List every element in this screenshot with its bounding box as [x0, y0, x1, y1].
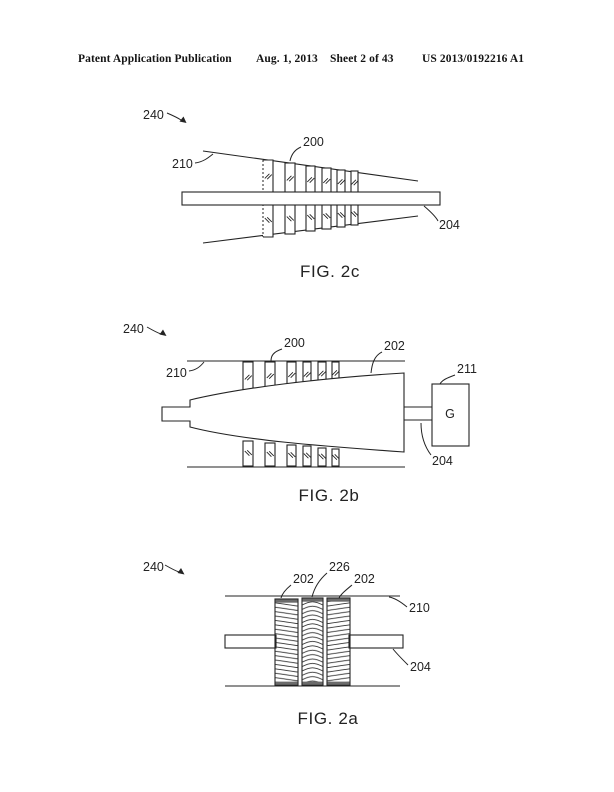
- ref-240-arrow: [146, 326, 162, 335]
- ref-204-leader: [420, 422, 432, 456]
- ref-210-leader: [388, 596, 408, 608]
- ref-211: 211: [457, 362, 477, 376]
- rotor-block-right: [326, 597, 351, 686]
- header-sheet-number: Sheet 2 of 43: [330, 53, 394, 65]
- ref-226-leader: [311, 572, 328, 598]
- shaft-left-segment: [224, 634, 277, 649]
- blade: [284, 203, 296, 235]
- arrowhead: [179, 116, 187, 123]
- arrowhead: [159, 329, 167, 336]
- ref-200: 200: [284, 336, 305, 350]
- ref-210: 210: [409, 601, 430, 615]
- figure-2c: 240 210 200 204 FIG. 2c: [143, 108, 460, 281]
- rotor-cap: [302, 598, 323, 602]
- rotor-cap: [275, 681, 298, 685]
- rotor-cap: [327, 681, 350, 685]
- ref-204-leader: [392, 648, 409, 666]
- blade: [317, 447, 327, 467]
- rotor-cap: [302, 681, 323, 685]
- ref-226: 226: [329, 560, 350, 574]
- figure-2a: 240 202 226 202 210 204 FIG. 2a: [143, 560, 431, 728]
- ref-204: 204: [432, 454, 453, 468]
- ref-202-right: 202: [354, 572, 375, 586]
- generator-symbol: G: [445, 407, 455, 421]
- ref-210: 210: [166, 366, 187, 380]
- blade: [331, 448, 340, 467]
- ref-200-leader: [270, 348, 283, 362]
- blade: [284, 162, 296, 194]
- tapered-cone-body: [161, 372, 405, 453]
- blade: [321, 167, 332, 194]
- figure-caption-2b: FIG. 2b: [299, 486, 360, 505]
- ref-202-right-leader: [338, 584, 353, 599]
- ref-204-leader: [423, 205, 439, 222]
- blade: [263, 203, 274, 238]
- header-publication: Patent Application Publication: [78, 53, 232, 65]
- figure-caption-2a: FIG. 2a: [298, 709, 359, 728]
- blade-row-top: [262, 159, 359, 194]
- header-document-number: US 2013/0192216 A1: [422, 53, 525, 65]
- figure-2b: G 240 210 200 202 211 204 FIG. 2b: [123, 322, 477, 505]
- rotor-cap: [275, 599, 298, 603]
- ref-200-leader: [289, 146, 302, 162]
- arrowhead: [177, 568, 185, 575]
- figure-caption-2c: FIG. 2c: [300, 262, 360, 281]
- ref-240: 240: [143, 108, 164, 122]
- blade: [242, 440, 254, 467]
- ref-200: 200: [303, 135, 324, 149]
- blade: [264, 442, 276, 467]
- ref-202-left-leader: [280, 584, 292, 599]
- ref-202-leader: [370, 351, 383, 374]
- shaft-right-segment: [348, 634, 404, 649]
- ref-240: 240: [143, 560, 164, 574]
- blade: [305, 165, 316, 194]
- ref-211-leader: [439, 374, 456, 385]
- blade: [286, 444, 297, 467]
- ref-204: 204: [439, 218, 460, 232]
- ref-240-arrow: [164, 564, 180, 573]
- rotor-block-left: [274, 598, 299, 686]
- ref-202: 202: [384, 339, 405, 353]
- stator-block-center: [301, 597, 324, 686]
- rotor-cap: [327, 598, 350, 602]
- header-date: Aug. 1, 2013: [256, 53, 318, 65]
- ref-240: 240: [123, 322, 144, 336]
- blade: [263, 159, 274, 194]
- ref-240-arrow: [166, 112, 182, 121]
- blade: [321, 203, 332, 230]
- ref-204: 204: [410, 660, 431, 674]
- ref-210-leader: [194, 153, 214, 164]
- blade-row-bottom: [262, 203, 359, 238]
- blade-row-bottom: [242, 440, 340, 467]
- rotor-stages: [274, 597, 351, 686]
- shaft: [181, 191, 441, 206]
- blade: [302, 445, 312, 467]
- blade: [305, 203, 316, 232]
- blade: [242, 361, 254, 393]
- ref-202-left: 202: [293, 572, 314, 586]
- generator-box: [431, 383, 470, 447]
- ref-210: 210: [172, 157, 193, 171]
- ref-210-leader: [188, 361, 205, 372]
